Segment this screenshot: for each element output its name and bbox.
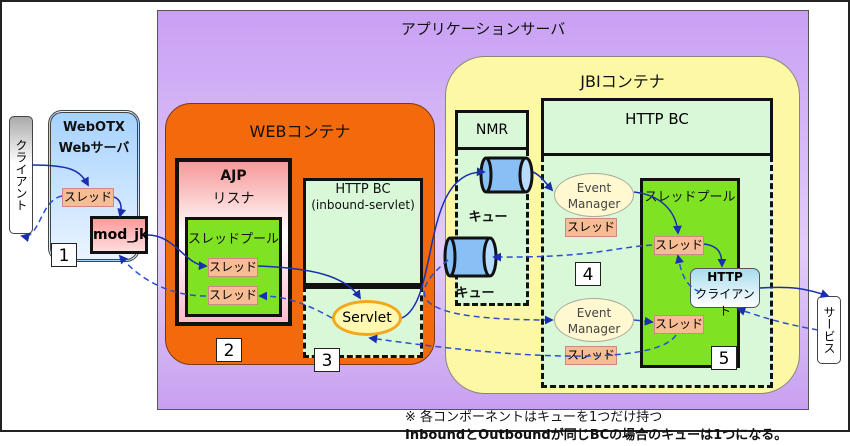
queue-1-icon bbox=[479, 156, 534, 194]
flow-em-to-pool-thread bbox=[633, 191, 682, 235]
http-bc-inbound-box bbox=[303, 178, 423, 286]
step-number-3: 3 bbox=[314, 348, 340, 372]
outbound-pool-thread-2: スレッド bbox=[654, 315, 704, 334]
note-line-2: InboundとOutboundが同じBCの場合のキューは1つになる。 bbox=[405, 428, 788, 443]
queue-1-label: キュー bbox=[468, 210, 508, 225]
flow-thread-to-servlet bbox=[368, 334, 677, 357]
queue-2-icon bbox=[443, 236, 498, 278]
event-manager-2-line2: Manager bbox=[567, 322, 621, 336]
step-number-2: 2 bbox=[216, 338, 242, 362]
flow-thread-to-client bbox=[703, 243, 727, 268]
http-client-subtitle: クライアント bbox=[695, 287, 755, 318]
servlet-ellipse: Servlet bbox=[332, 300, 402, 336]
flow-ajp-to-modjk bbox=[118, 254, 207, 297]
http-bc-inbound-subtitle: (inbound-servlet) bbox=[311, 198, 415, 212]
client-box: クライアント bbox=[9, 116, 33, 234]
ajp-subtitle: リスナ bbox=[212, 191, 255, 207]
flow-client-to-service bbox=[759, 286, 830, 298]
event-manager-1-line2: Manager bbox=[567, 197, 621, 211]
ajp-thread-pool-label: スレッドプール bbox=[187, 232, 279, 247]
note-line-1: ※ 各コンポーネントはキューを1つだけ持つ bbox=[405, 410, 663, 425]
queue-2-label: キュー bbox=[455, 286, 495, 301]
ajp-thread-2: スレッド bbox=[208, 286, 258, 305]
flow-servlet-to-ajp bbox=[258, 291, 333, 319]
http-bc-outbound-box: HTTP BC bbox=[541, 98, 773, 156]
step-number-1: 1 bbox=[51, 243, 77, 267]
event-manager-2-line1: Event bbox=[576, 306, 612, 320]
service-box: サービス bbox=[817, 296, 841, 364]
event-manager-1-thread: スレッド bbox=[565, 218, 617, 237]
http-client-title: HTTP bbox=[707, 270, 743, 284]
jbi-container-title: JBIコンテナ bbox=[580, 72, 665, 91]
application-server-title: アプリケーションサーバ bbox=[400, 20, 566, 38]
step-number-4: 4 bbox=[575, 262, 601, 286]
flow-thread-to-client-return bbox=[20, 195, 63, 242]
flow-queue2-to-em2 bbox=[423, 259, 554, 325]
flow-servlet-to-queue bbox=[401, 167, 486, 319]
flow-ajp-to-servlet bbox=[257, 265, 361, 300]
nmr-box: NMR bbox=[455, 110, 529, 150]
event-manager-2-thread: スレッド bbox=[565, 346, 617, 365]
step-number-5: 5 bbox=[711, 346, 737, 370]
webotx-thread: スレッド bbox=[62, 188, 114, 207]
flow-service-to-client bbox=[736, 307, 819, 331]
http-bc-inbound-title: HTTP BC bbox=[335, 182, 391, 197]
web-container-title: WEBコンテナ bbox=[249, 122, 351, 141]
event-manager-1: Event Manager bbox=[554, 173, 634, 217]
webotx-subtitle: Webサーバ bbox=[58, 141, 130, 156]
ajp-thread-1: スレッド bbox=[208, 258, 258, 277]
flow-thread-to-modjk bbox=[113, 196, 127, 218]
event-manager-1-line1: Event bbox=[576, 181, 612, 195]
ajp-title: AJP bbox=[220, 168, 247, 184]
webotx-title: WebOTX bbox=[63, 120, 125, 135]
flow-em2-to-thread bbox=[633, 316, 654, 326]
flow-pool-thread-to-queue bbox=[492, 244, 653, 262]
flow-client-to-pool-thread bbox=[675, 254, 701, 293]
http-client-box: HTTP クライアント bbox=[690, 268, 760, 318]
flow-modjk-to-ajp bbox=[147, 234, 208, 271]
flow-client-to-thread bbox=[31, 164, 89, 187]
flow-queue-to-em bbox=[532, 171, 554, 192]
event-manager-2: Event Manager bbox=[554, 298, 634, 342]
outbound-thread-pool-label: スレッドプール bbox=[644, 190, 736, 205]
